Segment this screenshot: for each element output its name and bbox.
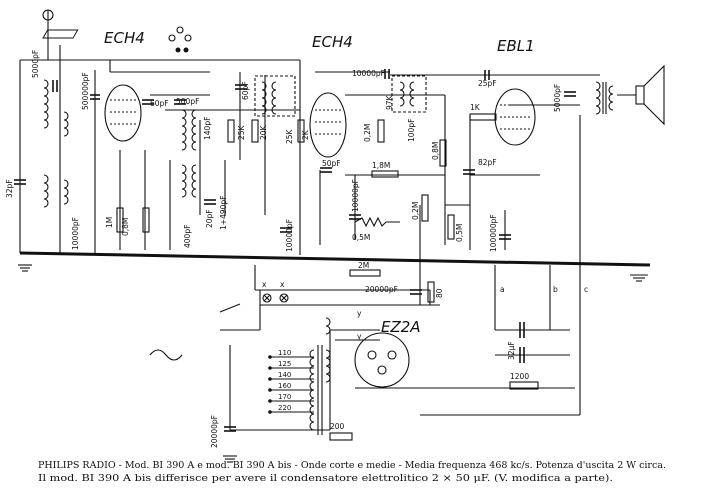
component-label: 5000pF [553,84,562,112]
caption-line-2: Il mod. BI 390 A bis differisce per aver… [38,473,613,484]
tube-label-ez2a: EZ2A [381,318,421,336]
component-label: 10000pF [352,69,385,78]
voltage-tap-label: 125 [278,360,291,368]
terminal-label: b [553,285,558,294]
component-label: 0,2M [411,202,420,220]
coil [43,79,69,208]
pilot-lamps [262,293,289,303]
coil [181,109,197,198]
component-label: 2K [301,129,310,140]
if-transformer [254,75,296,117]
output-transformer [595,81,614,115]
component-label: 0,2M [363,124,372,142]
component-label: 1,8M [372,161,390,170]
component-label: 500000pF [81,72,90,110]
if-transformer [391,75,427,113]
component-label: 1M [105,217,114,228]
component-label: 32pF [5,179,14,198]
wavechange-switch [42,26,192,53]
component-label: 10000pF [285,219,294,252]
terminal-label: x [262,280,267,289]
terminal-label: x [280,280,285,289]
component-label: 20000pF [210,415,219,448]
resistor [116,113,539,441]
voltage-tap-label: 140 [278,371,291,379]
component-label: 1+490pF [219,196,228,230]
ez2a-tube [354,332,410,388]
component-label: 50pF [322,159,341,168]
component-label: 32μF [507,341,516,360]
voltage-tap-label: 110 [278,349,291,357]
component-label: 10000pF [71,217,80,250]
voltage-selector [268,355,314,414]
mains-switch [219,303,241,313]
ech4-tube-mid [309,92,347,158]
component-label: 10000pF [351,179,360,212]
terminal-label: y [357,309,362,318]
component-label: 60pF [241,81,250,100]
component-label: 2M [358,261,369,270]
component-label: 82pF [478,158,497,167]
component-label: 20pF [205,209,214,228]
component-label: 140pF [203,117,212,140]
terminal-label: c [584,285,588,294]
power-transformer [309,317,331,435]
component-label: 100pF [407,119,416,142]
component-label: 5000pF [31,50,40,78]
component-label: 200 [330,422,345,431]
ground-bus [19,251,651,267]
ech4-tube-left [104,84,142,142]
component-label: 60pF [150,99,169,108]
component-label: 1200 [510,372,529,381]
component-label: 20K [259,124,268,140]
component-label: 25K [285,128,294,144]
component-label: 0,8M [121,218,130,236]
voltage-tap-label: 160 [278,382,291,390]
voltage-tap-label: 220 [278,404,291,412]
ebl1-tube [494,88,536,146]
ground-symbol [630,274,648,282]
caption-line-1: PHILIPS RADIO - Mod. BI 390 A e mod. BI … [38,460,666,471]
component-label: 0,5M [455,224,464,242]
capacitor [14,69,576,432]
component-label: 400pF [183,225,192,248]
volume-potentiometer [354,216,400,228]
mains-plug [149,349,183,361]
component-label: 97K [385,94,394,110]
ground-symbol [18,264,32,272]
component-label: 25K [237,124,246,140]
component-label: 80 [435,288,444,298]
tube-label-ech4-left: ECH4 [104,29,145,47]
tube-label-ebl1: EBL1 [497,37,535,55]
component-label: 500pF [176,97,199,106]
speaker [617,64,665,126]
tube-label-ech4-mid: ECH4 [312,33,353,51]
terminal-label: a [500,285,505,294]
terminal-label: y [357,332,362,341]
antenna [42,9,54,60]
voltage-tap-label: 170 [278,393,291,401]
ground-symbol [223,455,237,463]
component-label: 20000pF [365,285,398,294]
component-label: 0,5M [352,233,370,242]
component-label: 25pF [478,79,497,88]
component-label: 100000pF [489,214,498,252]
component-label: 0,8M [431,142,440,160]
component-label: 1K [470,103,481,112]
